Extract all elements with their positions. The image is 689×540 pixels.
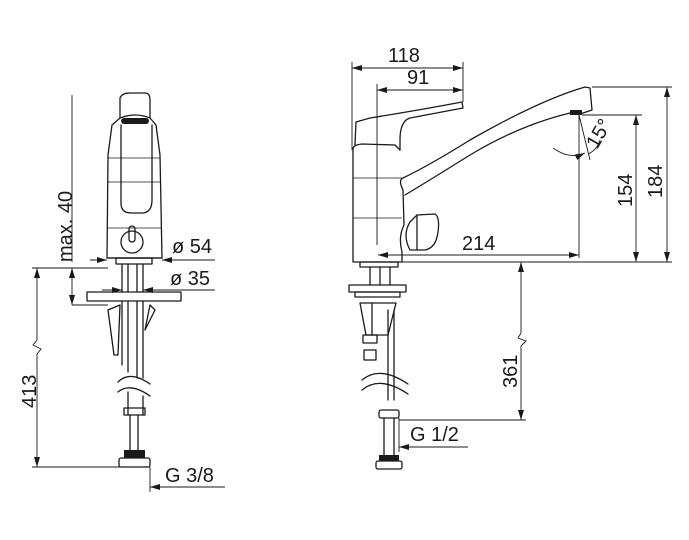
dim-total-height: 184 xyxy=(645,165,667,198)
dim-connection-side: G 1/2 xyxy=(410,424,459,446)
front-dimensions: max. 40 ø 54 ø 35 413 G 3/8 xyxy=(19,95,225,492)
dim-hose-length-front: 413 xyxy=(19,375,41,408)
front-view: max. 40 ø 54 ø 35 413 G 3/8 xyxy=(19,92,225,492)
dim-base-diameter: ø 35 xyxy=(170,268,210,290)
dim-body-diameter: ø 54 xyxy=(172,236,212,258)
faucet-body-side xyxy=(352,86,593,263)
side-dimensions: 118 91 15° 214 154 184 361 G 1/2 xyxy=(351,45,672,452)
side-view: 118 91 15° 214 154 184 361 G 1/2 xyxy=(348,45,672,470)
dim-hose-length-side: 361 xyxy=(500,355,522,388)
dim-reach: 214 xyxy=(462,233,495,255)
dim-max-height: max. 40 xyxy=(55,191,77,262)
dim-width-total: 118 xyxy=(388,45,420,67)
dim-outlet-height: 154 xyxy=(615,174,637,207)
mounting-plate-side xyxy=(348,261,409,470)
faucet-body-front xyxy=(106,92,163,265)
dim-spout-angle: 15° xyxy=(582,115,616,152)
mounting-plate-front xyxy=(86,263,182,468)
dim-connection-front: G 3/8 xyxy=(165,465,214,487)
dim-width-lever: 91 xyxy=(407,67,429,89)
